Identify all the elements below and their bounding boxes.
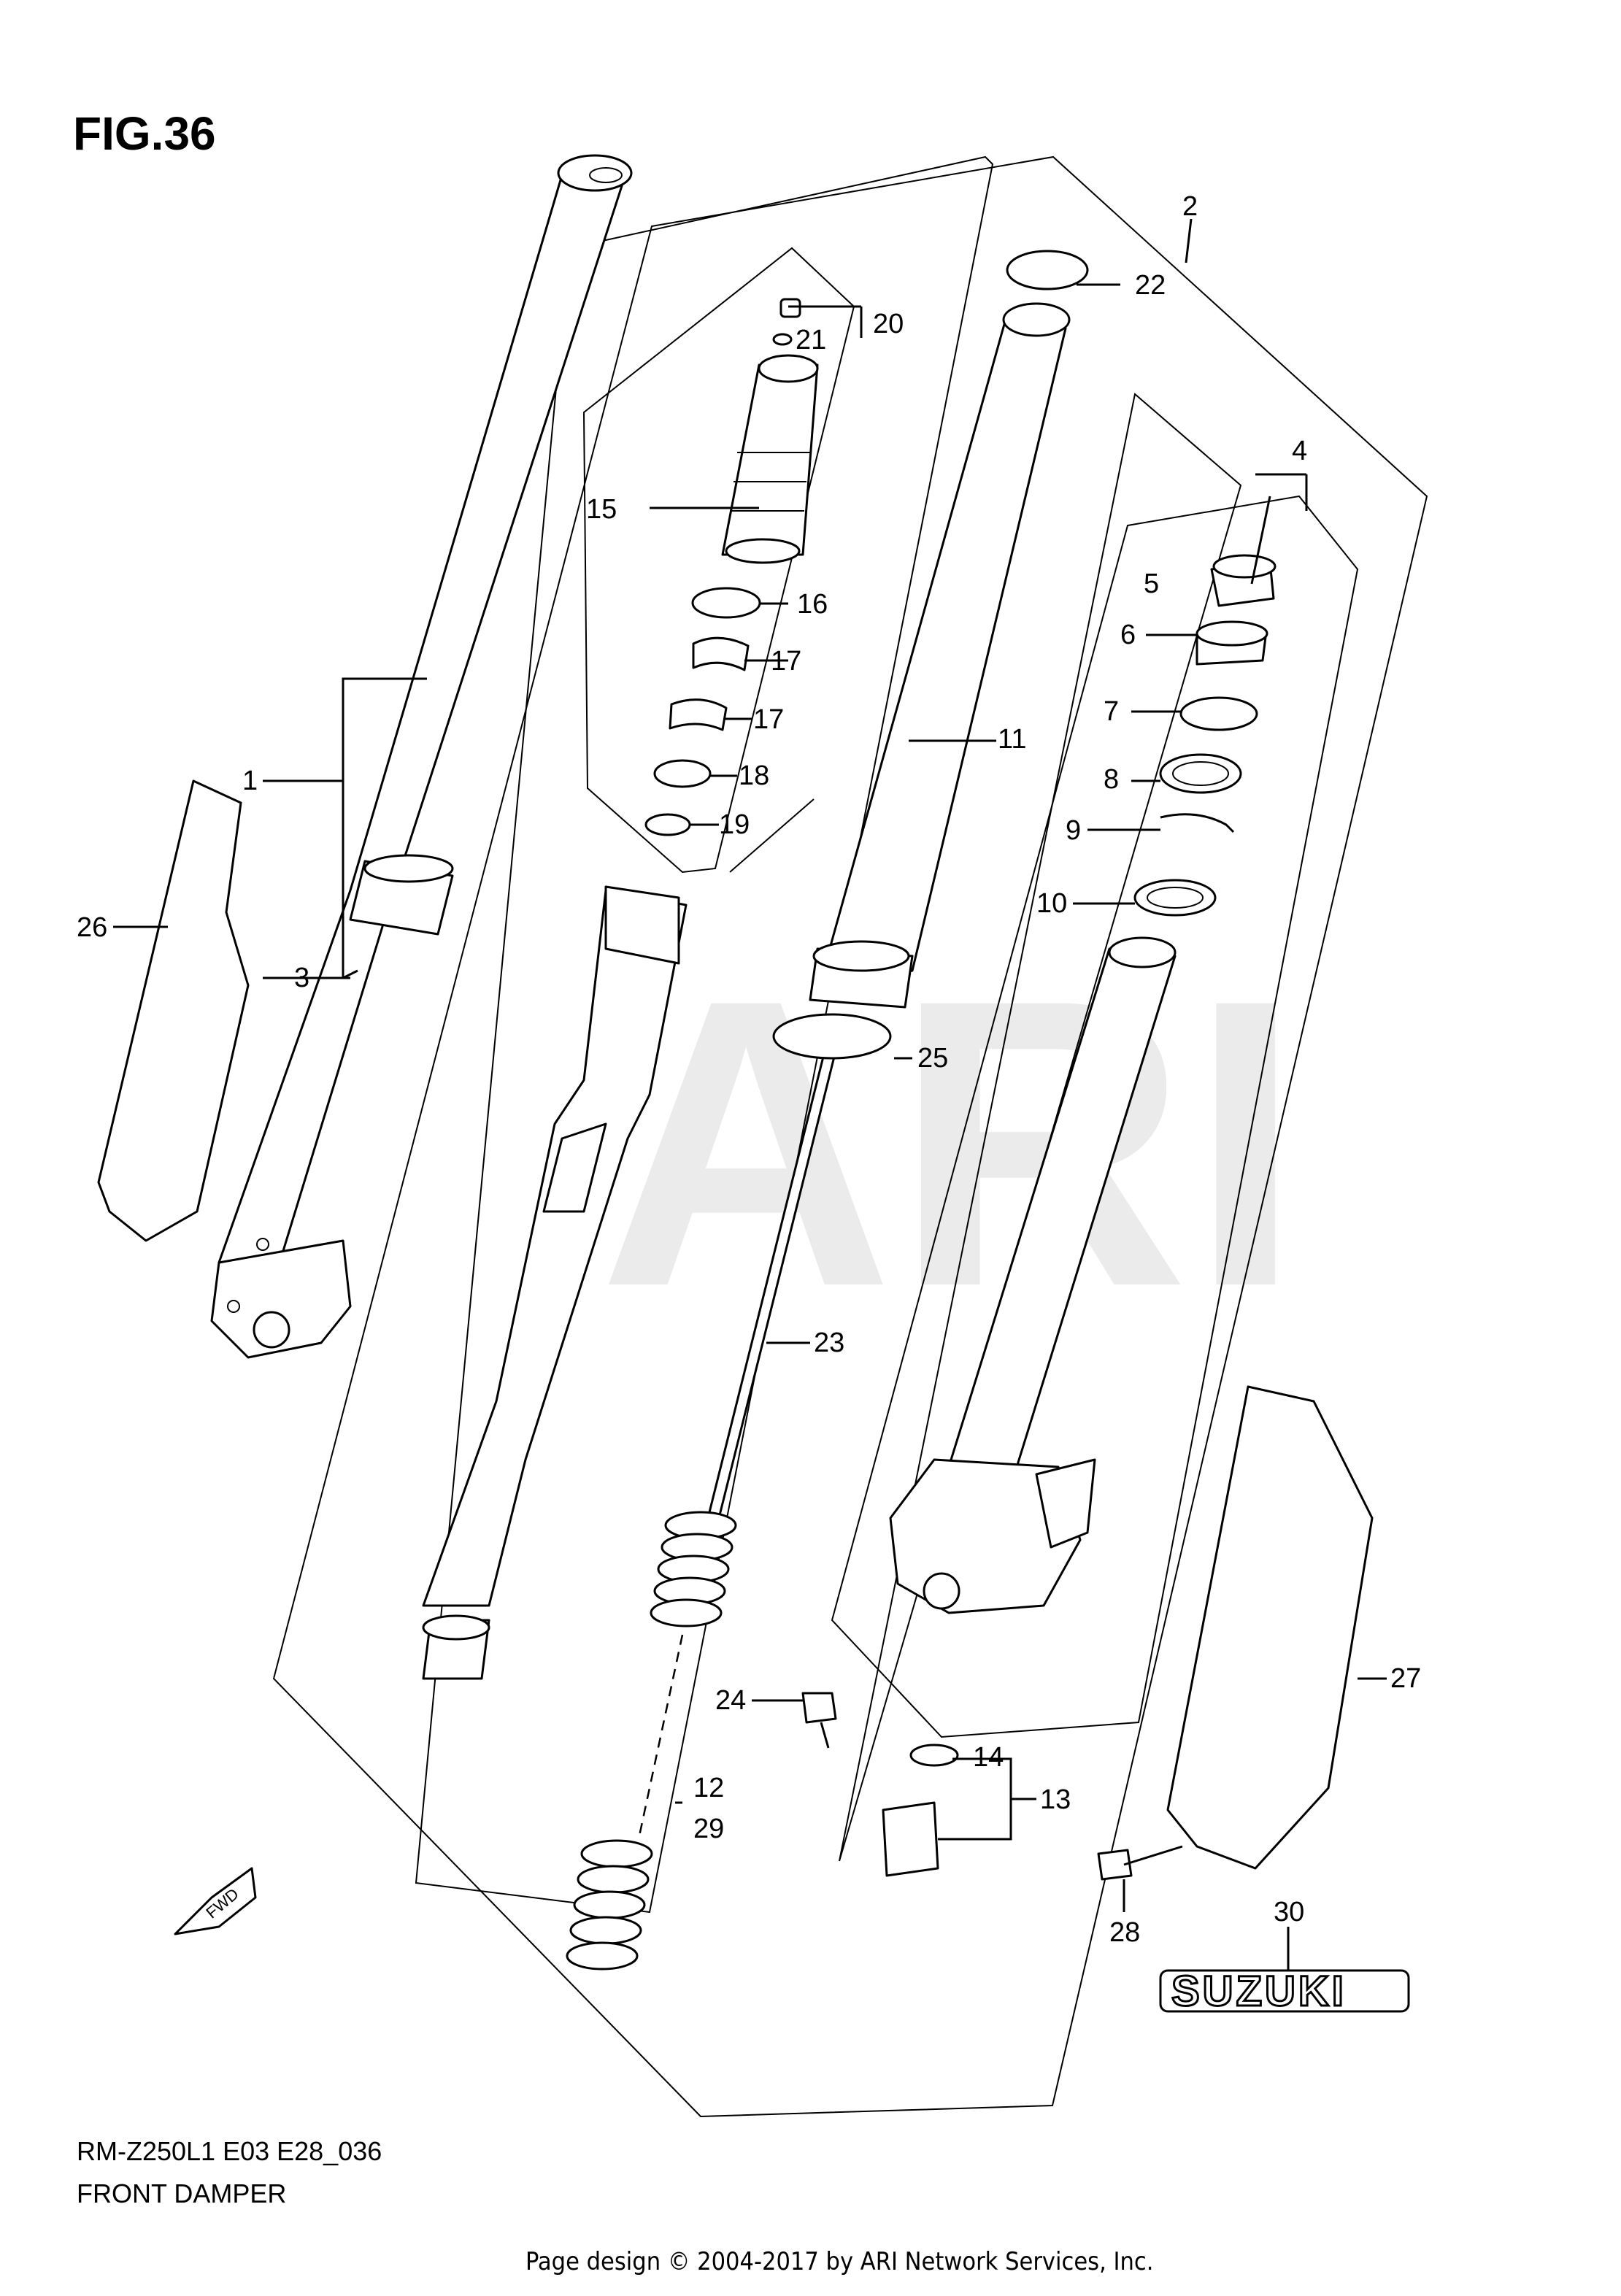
bushing-part-17a: [692, 636, 750, 671]
callout-1: 1: [242, 766, 258, 796]
callout-27: 27: [1390, 1663, 1421, 1694]
bushing-part-6-top: [1195, 620, 1268, 647]
figure-title: FIG.36: [73, 107, 216, 160]
washer-part-21: [772, 333, 793, 346]
washer-part-7: [1179, 696, 1258, 731]
fork-guard-part-27: [1166, 1385, 1374, 1870]
callout-28: 28: [1109, 1917, 1140, 1948]
bolt-part-24-shank: [820, 1722, 830, 1749]
callout-29: 29: [693, 1814, 724, 1844]
callout-11: 11: [998, 724, 1026, 755]
callout-5: 5: [1144, 569, 1159, 599]
ari-watermark: ARI: [598, 914, 1302, 1371]
bushing-part-17b: [669, 698, 728, 731]
outline-assembly-4: [831, 495, 1359, 1738]
callout-26: 26: [77, 912, 107, 943]
bushing-part-5-top: [1212, 554, 1277, 579]
ring-part-19: [644, 813, 691, 836]
clip-part-9: [1160, 813, 1235, 833]
callout-30: 30: [1274, 1897, 1304, 1927]
callout-7: 7: [1104, 696, 1119, 727]
damper-cartridge: [422, 885, 688, 1680]
callout-2: 2: [1182, 191, 1198, 222]
outline-assembly-15: [582, 247, 855, 874]
o-ring-part-14: [909, 1744, 959, 1767]
callout-13: 13: [1040, 1784, 1071, 1815]
callout-6: 6: [1120, 620, 1136, 650]
callout-4: 4: [1292, 436, 1307, 466]
outline-15-link: [729, 798, 815, 873]
callout-23: 23: [814, 1328, 844, 1358]
callout-14: 14: [973, 1742, 1004, 1773]
callout-17a: 17: [771, 646, 801, 677]
callout-9: 9: [1066, 815, 1081, 846]
o-ring-part-22: [1006, 250, 1089, 290]
outer-tube-right: [889, 936, 1177, 1614]
callout-labels: 2 22 20 21 4 15 5 16 6 17 7 17 11 18 8 1…: [77, 191, 1421, 1948]
callout-19: 19: [719, 809, 750, 840]
callout-24: 24: [715, 1685, 746, 1716]
dust-seal-part-10: [1133, 879, 1217, 917]
model-code: RM-Z250L1 E03 E28_036: [77, 2136, 382, 2166]
fork-guard-part-26: [97, 779, 250, 1242]
oil-seal-part-8: [1159, 753, 1242, 794]
ring-part-18: [653, 759, 712, 788]
ring-part-16: [691, 587, 761, 619]
callout-22: 22: [1135, 270, 1166, 301]
decal-brand-text: SUZUKI: [1171, 1968, 1347, 2015]
outer-tube-part-1: [210, 154, 633, 1359]
leader-lines: [113, 218, 1387, 1971]
outline-assembly-2: [272, 155, 1428, 2118]
callout-18: 18: [739, 760, 769, 791]
callout-25: 25: [917, 1043, 948, 1074]
copyright-footer: Page design © 2004-2017 by ARI Network S…: [525, 2247, 1153, 2276]
callout-3: 3: [294, 963, 309, 993]
screw-part-20: [779, 298, 801, 318]
callout-8: 8: [1104, 764, 1119, 795]
bolt-part-28: [1097, 1849, 1133, 1881]
diagram-caption: FRONT DAMPER: [77, 2178, 286, 2208]
spring-part-12-29: [566, 1511, 737, 1971]
bolt-part-24: [801, 1692, 837, 1724]
callout-17b: 17: [753, 704, 784, 735]
damper-head-part-15: [721, 354, 819, 564]
decal-part-30: [1159, 1969, 1410, 2013]
callout-12: 12: [693, 1773, 724, 1803]
fwd-arrow: FWD: [174, 1867, 257, 1935]
callout-21: 21: [796, 325, 826, 355]
callout-15: 15: [586, 494, 617, 525]
o-ring-part-25: [772, 1013, 892, 1060]
callout-16: 16: [797, 589, 828, 620]
callout-20: 20: [873, 309, 904, 339]
inner-tube-part-11: [809, 302, 1071, 1009]
bolt-part-13: [882, 1801, 939, 1877]
callout-10: 10: [1036, 888, 1067, 919]
